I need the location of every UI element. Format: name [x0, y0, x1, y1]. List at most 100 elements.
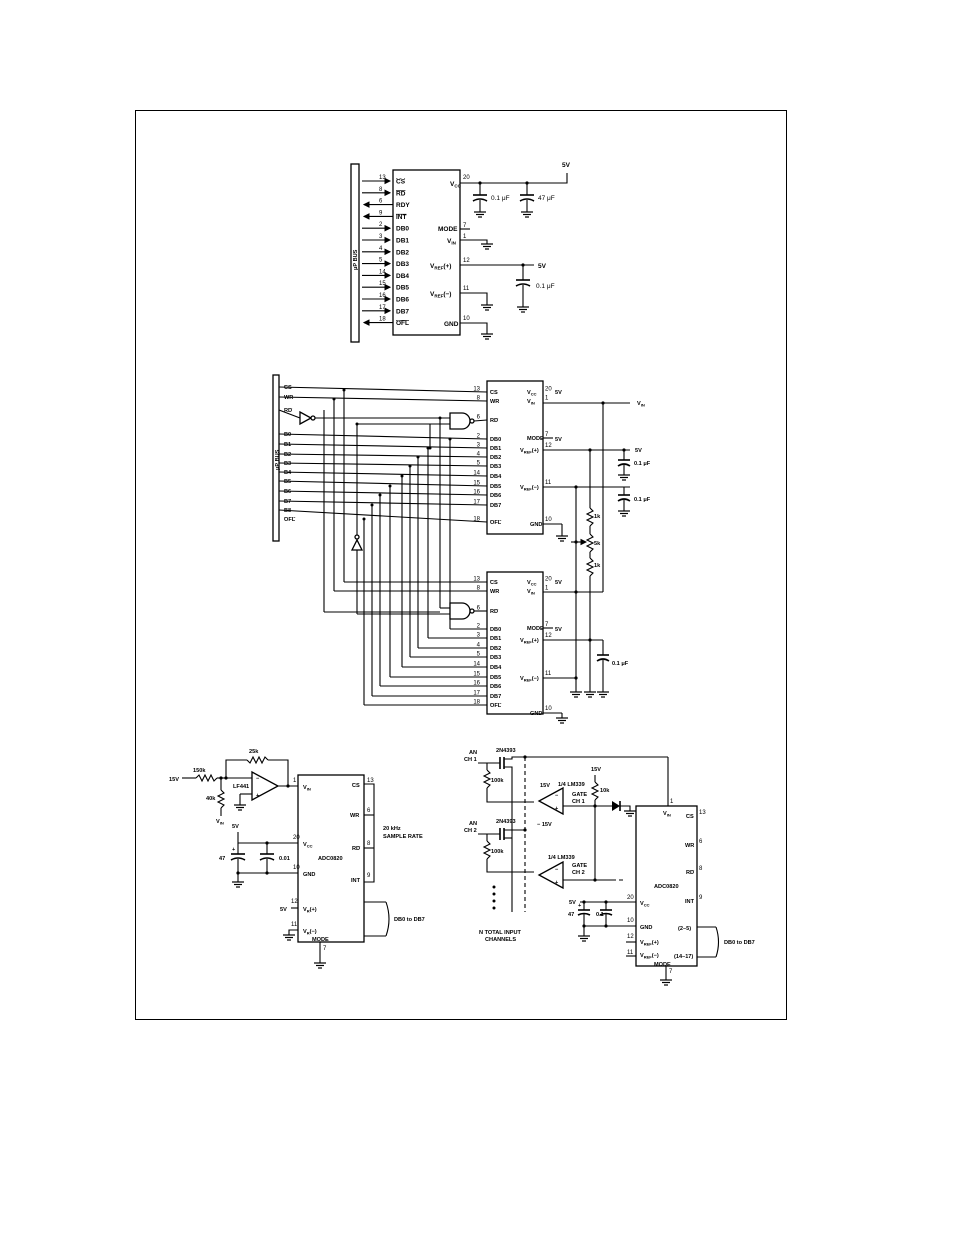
- bus-2-label: B1: [284, 442, 291, 448]
- chip-1-pin-number: 15: [379, 281, 386, 287]
- supply-5v-1: 5V: [562, 162, 571, 169]
- chip-2-pin-number: 8: [477, 396, 481, 402]
- svg-text:1k: 1k: [594, 563, 601, 569]
- resistor-10k: [590, 781, 600, 801]
- chip-2-pin-number: 17: [473, 691, 480, 697]
- svg-text:VIN: VIN: [527, 399, 535, 406]
- svg-text:0.1 μF: 0.1 μF: [634, 497, 651, 503]
- svg-text:CH 1: CH 1: [464, 757, 477, 763]
- chip-1-left-pins: 13CS8RD6RDY9INT2DB03DB14DB25DB314DB415DB…: [362, 175, 410, 327]
- svg-text:100k: 100k: [491, 778, 504, 784]
- svg-text:7: 7: [545, 432, 549, 438]
- chip-2-pin-number: 2: [477, 434, 481, 440]
- chip-2-pin-number: 13: [473, 577, 480, 583]
- resistor-100k-ch1: [482, 769, 492, 789]
- bus-wire: [278, 500, 488, 506]
- svg-text:VIN: VIN: [303, 785, 311, 792]
- chip-2-pin-name: WR: [490, 589, 499, 595]
- comparator-ch1: [537, 786, 564, 816]
- svg-text:GND: GND: [303, 872, 315, 878]
- svg-text:CH 2: CH 2: [572, 870, 585, 876]
- resistor-150k: [195, 773, 218, 783]
- bus-2-label: B0: [284, 432, 291, 438]
- chip-2-pin-name: DB6: [490, 493, 501, 499]
- svg-text:MODE: MODE: [312, 937, 329, 943]
- comparator-ch2: [537, 860, 564, 890]
- svg-text:5V: 5V: [555, 627, 562, 633]
- svg-text:SAMPLE RATE: SAMPLE RATE: [383, 834, 423, 840]
- chip-2-pin-number: 15: [473, 481, 480, 487]
- svg-text:10k: 10k: [600, 788, 610, 794]
- bus-wire: [278, 396, 488, 402]
- chip-2-pin-name: DB3: [490, 464, 501, 470]
- bus-2-label: B5: [284, 479, 291, 485]
- circuit-1-single-adc: μP BUS 13CS8RD6RDY9INT2DB03DB14DB25DB314…: [350, 162, 571, 343]
- svg-text:AN: AN: [469, 750, 477, 756]
- svg-text:6: 6: [699, 839, 703, 845]
- chip-1-pin-number: 5: [379, 258, 383, 264]
- svg-text:0.01: 0.01: [279, 856, 290, 862]
- chip-1-pin-number: 3: [379, 234, 383, 240]
- adc-chip-4: [635, 805, 698, 967]
- vcc-label-1: VCC: [450, 181, 462, 189]
- diode: [612, 801, 620, 811]
- chip-2-pin-number: 6: [477, 415, 481, 421]
- svg-text:VIN: VIN: [216, 819, 224, 826]
- svg-text:VCC: VCC: [640, 901, 650, 908]
- svg-text:1/4 LM339: 1/4 LM339: [558, 782, 585, 788]
- chip-1-pin-name: DB2: [396, 249, 409, 256]
- svg-text:5V: 5V: [280, 907, 287, 913]
- chip-2-pin-name: OFL: [490, 520, 502, 526]
- cap-47uf-1: 47 μF: [538, 195, 555, 202]
- opamp-lf441: [251, 770, 280, 802]
- svg-text:12: 12: [545, 443, 552, 449]
- chip-2-pin-name: OFL: [490, 703, 502, 709]
- svg-text:13: 13: [699, 810, 706, 816]
- chip-1-pin-number: 9: [379, 210, 383, 216]
- svg-text:25k: 25k: [249, 749, 259, 755]
- svg-text:RD: RD: [686, 870, 694, 876]
- svg-text:5k: 5k: [594, 541, 601, 547]
- svg-text:8: 8: [699, 866, 703, 872]
- chip-2-pin-number: 17: [473, 500, 480, 506]
- chip-2-pin-name: DB5: [490, 484, 501, 490]
- cap-0.1uf-1: 0.1 μF: [491, 195, 510, 202]
- chip-2-pin-name: DB6: [490, 684, 501, 690]
- svg-text:GND: GND: [640, 925, 652, 931]
- svg-text:9: 9: [699, 895, 703, 901]
- svg-text:20: 20: [545, 387, 552, 393]
- chip-1-pin-number: 17: [379, 305, 386, 311]
- svg-text:GATE: GATE: [572, 792, 587, 798]
- bus-2-label: RD: [284, 408, 292, 414]
- svg-text:+: +: [555, 806, 559, 812]
- svg-text:11: 11: [627, 950, 634, 956]
- svg-text:150k: 150k: [193, 768, 206, 774]
- svg-text:6: 6: [367, 808, 371, 814]
- ofl-inverter: [350, 538, 364, 551]
- svg-text:CHANNELS: CHANNELS: [485, 937, 516, 943]
- svg-text:13: 13: [367, 778, 374, 784]
- svg-text:20: 20: [627, 895, 634, 901]
- svg-text:47: 47: [219, 856, 225, 862]
- chip-2-pin-name: DB0: [490, 437, 501, 443]
- bus-bar-1: [350, 163, 360, 343]
- svg-text:CS: CS: [352, 783, 360, 789]
- chip-2-pin-number: 15: [473, 672, 480, 678]
- chip-2-pin-name: DB5: [490, 675, 501, 681]
- chip-1-pin-name: RDY: [396, 202, 410, 209]
- cap-0.1uf-vref-1: 0.1 μF: [536, 283, 555, 290]
- svg-text:15V: 15V: [591, 767, 601, 773]
- chip-2-pin-number: 6: [477, 606, 481, 612]
- svg-text:VREF(−): VREF(−): [520, 676, 539, 683]
- chip-2-pin-number: 14: [473, 471, 480, 477]
- svg-text:+: +: [256, 793, 260, 799]
- svg-text:−: −: [555, 867, 559, 873]
- svg-text:VREF(+): VREF(+): [430, 263, 451, 271]
- chip-2-pin-number: 13: [473, 387, 480, 393]
- chip-2-pin-name: CS: [490, 580, 498, 586]
- chip-1-pin-name: DB1: [396, 238, 409, 245]
- svg-text:5V: 5V: [555, 390, 562, 396]
- resistor-40k: [216, 789, 226, 809]
- bus-2-label: B2: [284, 452, 291, 458]
